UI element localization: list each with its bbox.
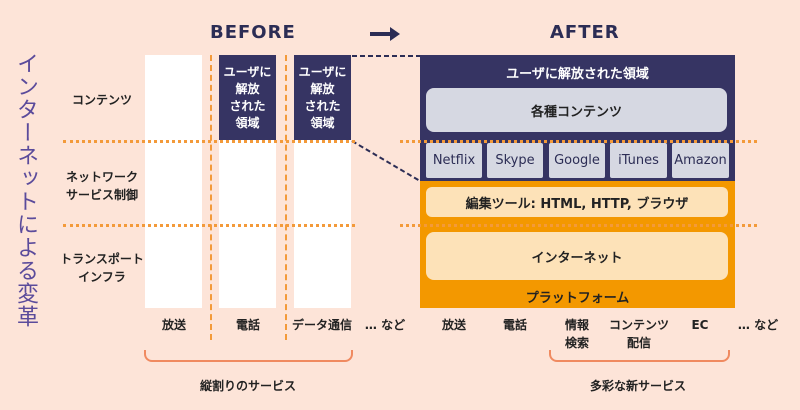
before-col-label: … など [364, 318, 406, 332]
after-brace [549, 350, 730, 362]
after-col-label: EC [691, 318, 709, 332]
after-caption: 多彩な新サービス [589, 379, 686, 393]
after-col-label: 電話 [502, 318, 527, 332]
user-area-box: ユーザに 解放 された 領域 [219, 55, 276, 140]
after-col-label: コンテンツ 配信 [608, 318, 669, 350]
before-column-broadcast [145, 55, 202, 308]
column-divider [210, 55, 212, 340]
column-divider [285, 55, 287, 340]
before-col-label: データ通信 [291, 318, 352, 332]
layer-divider [400, 140, 757, 143]
before-heading: BEFORE [210, 22, 296, 43]
connector-lines [351, 55, 421, 182]
arrow-right-icon [370, 27, 400, 41]
row-label-network: ネットワーク サービス制御 [65, 170, 138, 202]
row-label-contents: コンテンツ [71, 93, 132, 107]
service-itunes: iTunes [610, 143, 667, 178]
layer-divider [63, 140, 355, 143]
service-skype: Skype [487, 143, 543, 178]
user-area-title: ユーザに解放された領域 [506, 67, 649, 82]
service-amazon: Amazon [672, 143, 729, 178]
after-col-label: 情報 検索 [564, 318, 589, 350]
internet-box: インターネット [426, 232, 728, 280]
before-col-label: 電話 [235, 318, 260, 332]
platform-label: プラットフォーム [525, 291, 630, 306]
after-col-label: … など [737, 318, 779, 332]
before-col-label: 放送 [161, 318, 186, 332]
contents-box: 各種コンテンツ [426, 88, 727, 132]
after-heading: AFTER [550, 22, 620, 43]
before-caption: 縦割りのサービス [199, 379, 296, 393]
layer-divider [63, 224, 355, 227]
service-google: Google [549, 143, 605, 178]
user-area-box: ユーザに 解放 された 領域 [294, 55, 351, 140]
layer-divider [400, 224, 757, 227]
diagram-title: インターネットによる変革 [13, 52, 38, 328]
tools-box: 編集ツール: HTML, HTTP, ブラウザ [426, 187, 728, 217]
before-brace [144, 350, 353, 362]
row-label-transport: トランスポート インフラ [60, 252, 144, 284]
service-netflix: Netflix [426, 143, 482, 178]
after-col-label: 放送 [441, 318, 466, 332]
